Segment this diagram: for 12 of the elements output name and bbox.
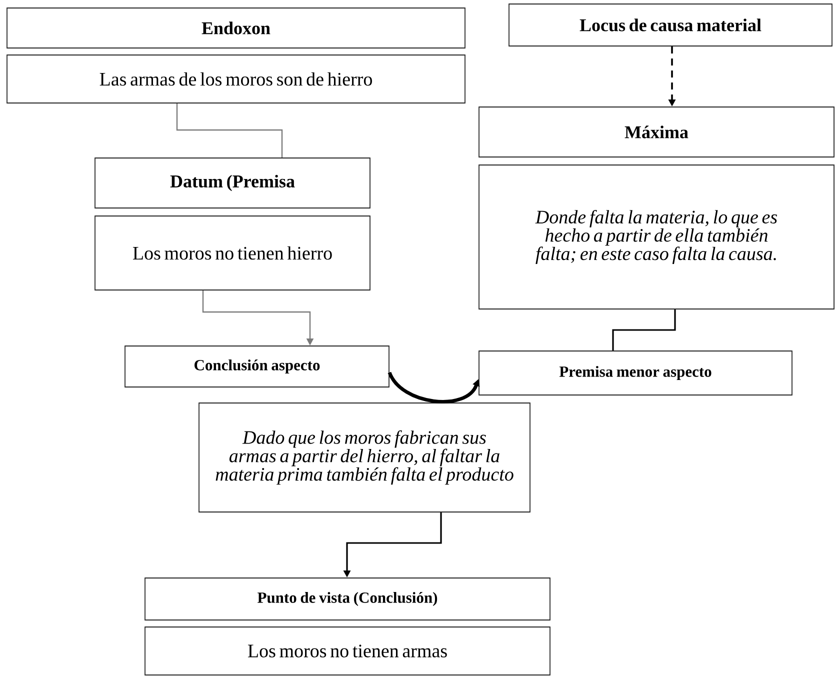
text-box: Los moros no tienen armas [144, 626, 550, 676]
heading-box: Datum (Premisa [94, 158, 370, 208]
heading-box: Locus de causa material [508, 4, 832, 46]
text-box: Donde falta la materia, lo que es hecho a partir de ella también falta; en este caso falta la causa. [478, 164, 834, 310]
heading-box: Premisa menor aspecto [478, 350, 792, 396]
heading-box: Máxima [478, 106, 834, 158]
heading-box: Conclusión aspecto [124, 346, 390, 388]
text-box: Dado que los moros fabrican sus armas a partir del hierro, al faltar la materia prima también falta el producto [198, 402, 530, 512]
heading-box: Punto de vista (Conclusión) [144, 578, 550, 620]
text-box: Las armas de los moros son de hierro [6, 54, 466, 104]
text-box: Los moros no tienen hierro [94, 216, 370, 290]
heading-box: Endoxon [6, 8, 466, 48]
